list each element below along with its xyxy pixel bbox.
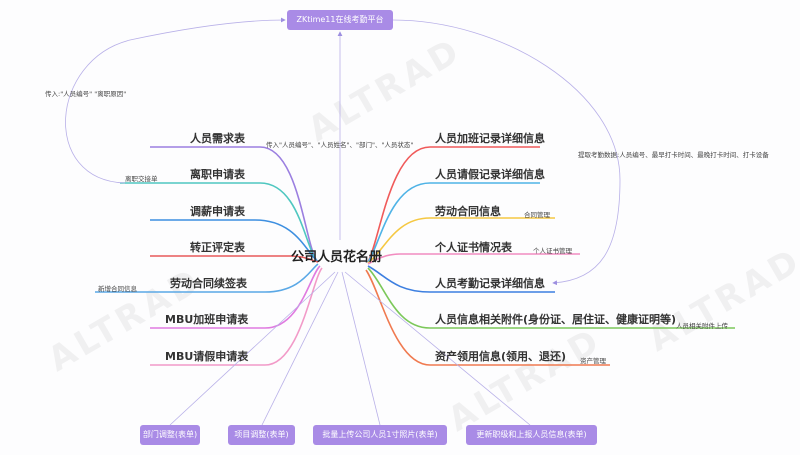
left-node[interactable]: MBU加班申请表 (165, 313, 249, 326)
note: 个人证书管理 (533, 247, 572, 255)
bottom-box[interactable]: 批量上传公司人员1寸照片(表单) (313, 425, 447, 445)
right-node[interactable]: 人员考勤记录详细信息 (435, 277, 545, 290)
bottom-box[interactable]: 项目调整(表单) (228, 425, 295, 445)
note: 合同管理 (524, 211, 550, 219)
bottom-box[interactable]: 部门调整(表单) (140, 425, 200, 445)
right-node[interactable]: 人员信息相关附件(身份证、居住证、健康证明等) (435, 313, 677, 326)
central-topic[interactable]: 公司人员花名册 (291, 250, 383, 265)
right-node[interactable]: 人员请假记录详细信息 (435, 168, 545, 181)
left-node[interactable]: 转正评定表 (190, 241, 245, 254)
note: 资产管理 (580, 357, 606, 365)
left-node[interactable]: 劳动合同续签表 (170, 277, 247, 290)
left-node[interactable]: MBU请假申请表 (165, 350, 249, 363)
note: 人员相关附件上传 (676, 322, 728, 330)
note: 离职交接单 (125, 175, 158, 183)
note: 传入:"人员编号" "离职原因" (45, 90, 127, 98)
note: 传入"人员编号"、"人员姓名"、"部门"、"人员状态" (266, 141, 414, 149)
left-node[interactable]: 离职申请表 (190, 168, 245, 181)
right-node[interactable]: 劳动合同信息 (435, 205, 501, 218)
right-node[interactable]: 资产领用信息(领用、退还) (435, 350, 567, 363)
right-node[interactable]: 个人证书情况表 (435, 241, 512, 254)
left-node[interactable]: 人员需求表 (190, 132, 245, 145)
note: 新增合同信息 (98, 285, 137, 293)
platform-node[interactable]: ZKtime11在线考勤平台 (287, 10, 393, 30)
note: 提取考勤数据:人员编号、最早打卡时间、最晚打卡时间、打卡设备 (578, 151, 769, 159)
left-node[interactable]: 调薪申请表 (190, 205, 245, 218)
right-node[interactable]: 人员加班记录详细信息 (435, 132, 545, 145)
bottom-box[interactable]: 更新职级和上报人员信息(表单) (466, 425, 597, 445)
